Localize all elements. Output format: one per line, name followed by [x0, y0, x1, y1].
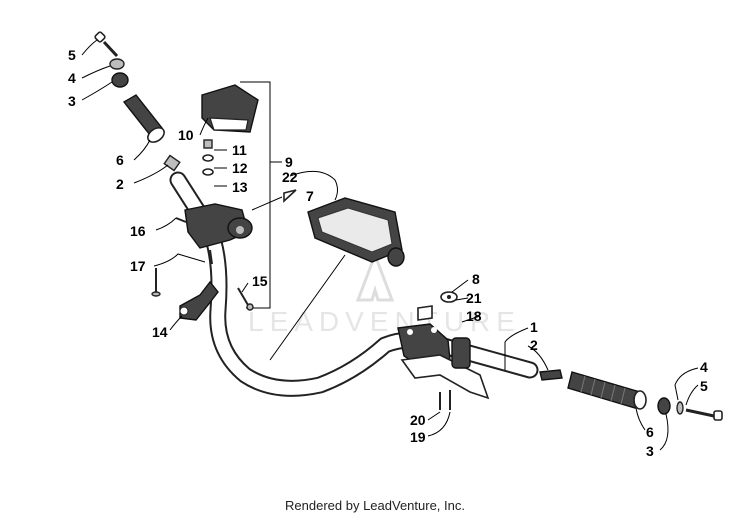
callout-4-right: 4: [700, 359, 708, 375]
bolt-5-right: [685, 408, 723, 421]
bolt-5-left: [94, 31, 119, 58]
washer-4-left: [109, 58, 125, 70]
washer-13: [202, 168, 214, 176]
end-cap-3-right: [657, 397, 671, 415]
part-21: [417, 305, 433, 321]
throttle-housing: [175, 203, 253, 265]
screws-20-19: [439, 390, 451, 410]
callout-19: 19: [410, 429, 426, 445]
washer-4-right: [676, 401, 684, 415]
washer-8-hole: [447, 295, 451, 299]
screw-17: [151, 268, 161, 297]
callout-22: 22: [282, 169, 298, 185]
leader-lines: [81, 39, 699, 451]
washer-12: [202, 154, 214, 162]
watermark-text: LEADVENTURE: [248, 306, 521, 337]
callout-20: 20: [410, 412, 426, 428]
callout-12: 12: [232, 160, 248, 176]
callout-14: 14: [152, 324, 168, 340]
end-cap-3-left: [111, 72, 129, 88]
callout-2-left: 2: [116, 176, 124, 192]
footer-credit: Rendered by LeadVenture, Inc.: [285, 498, 465, 513]
callout-13: 13: [232, 179, 248, 195]
brake-lever-assembly: [397, 323, 490, 400]
callout-16: 16: [130, 223, 146, 239]
spacer-2-right: [539, 369, 563, 381]
callout-8: 8: [472, 271, 480, 287]
callout-3-right: 3: [646, 443, 654, 459]
callout-6-left: 6: [116, 152, 124, 168]
callout-6-right: 6: [646, 424, 654, 440]
callout-21: 21: [466, 290, 482, 306]
callout-18: 18: [466, 308, 482, 324]
grip-6-right: [567, 371, 647, 410]
screw-11: [203, 139, 213, 149]
callout-17: 17: [130, 258, 146, 274]
throttle-cover-10: [201, 84, 259, 133]
group-bracket-9: [240, 81, 282, 309]
callout-11: 11: [232, 142, 247, 158]
callout-10: 10: [178, 127, 194, 143]
callout-4-left: 4: [68, 70, 76, 86]
handlebar-tube: [169, 171, 539, 397]
watermark-logo: LEADVENTURE: [248, 250, 521, 337]
grip-6-left: [122, 94, 165, 143]
callout-labels: 5 4 3 10 11 12 9 13 6 2 22 7 16 17 15 14…: [68, 47, 708, 459]
cable-7: [283, 189, 297, 203]
callout-1: 1: [530, 319, 538, 335]
callout-5-right: 5: [700, 378, 708, 394]
bracket-14: [179, 280, 219, 321]
spacer-2-left: [163, 154, 181, 172]
callout-9: 9: [285, 154, 293, 170]
callout-3-left: 3: [68, 93, 76, 109]
callout-5-left: 5: [68, 47, 76, 63]
callout-15: 15: [252, 273, 268, 289]
screw-15: [237, 287, 254, 311]
callout-7: 7: [306, 188, 314, 204]
hand-guard-22: [307, 197, 405, 267]
callout-2-right: 2: [530, 337, 538, 353]
